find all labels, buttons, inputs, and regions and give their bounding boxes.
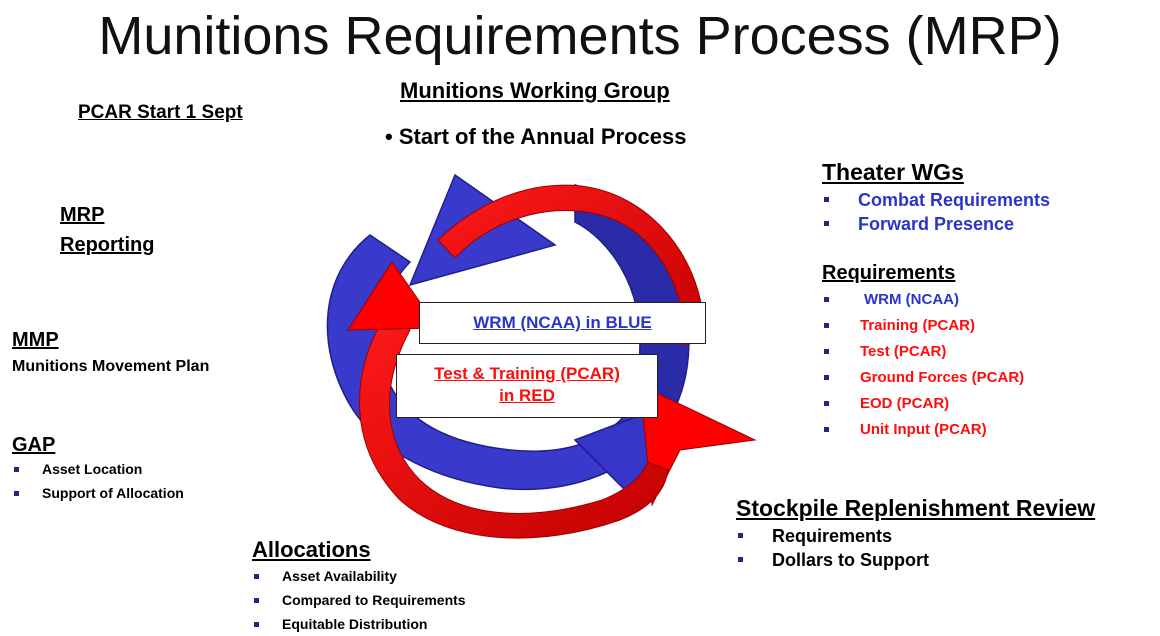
mmp-text: Munitions Movement Plan bbox=[12, 358, 210, 375]
page-title: Munitions Requirements Process (MRP) bbox=[98, 6, 1062, 66]
requirements-item: Unit Input (PCAR) bbox=[822, 417, 1024, 443]
blue-legend-box: WRM (NCAA) in BLUE bbox=[419, 302, 706, 344]
red-cycle-left bbox=[359, 309, 669, 539]
requirements-item: EOD (PCAR) bbox=[822, 391, 1024, 417]
theater-item: Forward Presence bbox=[822, 212, 1050, 236]
theater-list: Combat Requirements Forward Presence bbox=[822, 188, 1050, 236]
requirements-item: WRM (NCAA) bbox=[822, 287, 1024, 313]
red-legend-box: Test & Training (PCAR) in RED bbox=[396, 354, 658, 418]
mrp-reporting-line2: Reporting bbox=[60, 234, 155, 256]
allocations-list: Asset Availability Compared to Requireme… bbox=[252, 564, 466, 636]
cycle-arrows bbox=[326, 173, 757, 539]
red-legend-line2: in RED bbox=[499, 386, 555, 405]
gap-list: Asset Location Support of Allocation bbox=[12, 457, 184, 505]
mrp-reporting-line1: MRP bbox=[60, 204, 105, 226]
stockpile-list: Requirements Dollars to Support bbox=[736, 524, 929, 572]
stockpile-item: Requirements bbox=[736, 524, 929, 548]
requirements-item: Test (PCAR) bbox=[822, 339, 1024, 365]
process-cycle-diagram: WRM (NCAA) in BLUE Test & Training (PCAR… bbox=[300, 155, 790, 565]
gap-item: Support of Allocation bbox=[12, 481, 184, 505]
pcar-start-label: PCAR Start 1 Sept bbox=[78, 102, 243, 123]
allocations-heading: Allocations bbox=[252, 537, 371, 562]
stockpile-heading: Stockpile Replenishment Review bbox=[736, 495, 1096, 521]
allocations-item: Equitable Distribution bbox=[252, 612, 466, 636]
requirements-list: WRM (NCAA) Training (PCAR) Test (PCAR) G… bbox=[822, 287, 1024, 443]
requirements-item: Ground Forces (PCAR) bbox=[822, 365, 1024, 391]
stockpile-item: Dollars to Support bbox=[736, 548, 929, 572]
working-group-heading: Munitions Working Group bbox=[400, 78, 670, 103]
working-group-bullet: • Start of the Annual Process bbox=[385, 124, 687, 149]
mrp-reporting-label: MRP Reporting bbox=[60, 200, 154, 260]
theater-item: Combat Requirements bbox=[822, 188, 1050, 212]
mmp-heading: MMP bbox=[12, 329, 59, 351]
gap-heading: GAP bbox=[12, 434, 56, 456]
red-arrowhead-left bbox=[347, 261, 439, 331]
requirements-heading: Requirements bbox=[822, 262, 956, 284]
theater-heading: Theater WGs bbox=[822, 159, 964, 185]
allocations-item: Asset Availability bbox=[252, 564, 466, 588]
allocations-item: Compared to Requirements bbox=[252, 588, 466, 612]
red-legend-line1: Test & Training (PCAR) bbox=[434, 364, 620, 383]
gap-item: Asset Location bbox=[12, 457, 184, 481]
requirements-item: Training (PCAR) bbox=[822, 313, 1024, 339]
